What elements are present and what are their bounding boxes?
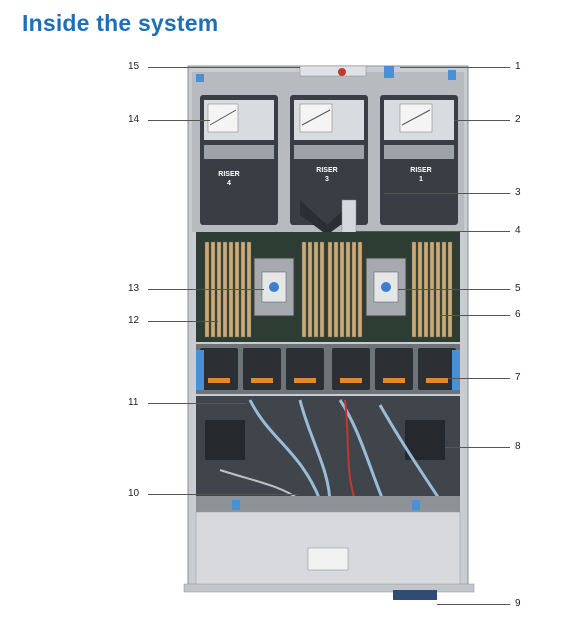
callout-12: 12 — [128, 315, 140, 326]
leader-5 — [398, 289, 510, 290]
callout-10: 10 — [128, 488, 140, 499]
riser-1-number: 1 — [419, 176, 423, 183]
riser-3-number: 3 — [325, 176, 329, 183]
riser-3-label: RISER — [316, 167, 337, 174]
leader-8 — [445, 447, 510, 448]
riser-1-label: RISER — [410, 167, 431, 174]
callout-14: 14 — [128, 114, 140, 125]
leader-10 — [148, 494, 298, 495]
page-title: Inside the system — [22, 10, 219, 36]
callout-4: 4 — [515, 225, 521, 236]
cooling-fans — [196, 344, 460, 394]
front-drive-bay — [195, 511, 461, 591]
drive-backplane — [196, 496, 460, 512]
callout-3: 3 — [515, 187, 521, 198]
callout-15: 15 — [128, 61, 140, 72]
leader-6 — [440, 315, 510, 316]
callout-5: 5 — [515, 283, 521, 294]
callout-8: 8 — [515, 441, 521, 452]
dimm-group-center — [301, 241, 363, 338]
info-tag — [393, 590, 437, 600]
leader-2 — [454, 120, 510, 121]
leader-1 — [400, 67, 510, 68]
riser-3-cage: RISER 3 — [290, 95, 368, 235]
riser-1-cage: RISER 1 — [380, 95, 458, 225]
leader-11 — [148, 403, 246, 404]
callout-6: 6 — [515, 309, 521, 320]
callout-1: 1 — [515, 61, 521, 72]
leader-12 — [148, 321, 218, 322]
leader-7 — [448, 378, 510, 379]
leader-3 — [384, 193, 510, 194]
riser-4-cage: RISER 4 — [200, 95, 278, 225]
callout-2: 2 — [515, 114, 521, 125]
leader-13 — [148, 289, 264, 290]
processor-left — [253, 257, 295, 317]
callout-9: 9 — [515, 598, 521, 609]
cable-area — [196, 396, 460, 506]
leader-9 — [437, 604, 510, 605]
riser-4-number: 4 — [227, 180, 231, 187]
riser-4-label: RISER — [218, 171, 239, 178]
leader-14 — [148, 120, 210, 121]
processor-right — [365, 257, 407, 317]
leader-15 — [148, 67, 300, 68]
callout-7: 7 — [515, 372, 521, 383]
callout-13: 13 — [128, 283, 140, 294]
callout-11: 11 — [128, 397, 139, 408]
leader-4 — [356, 231, 510, 232]
